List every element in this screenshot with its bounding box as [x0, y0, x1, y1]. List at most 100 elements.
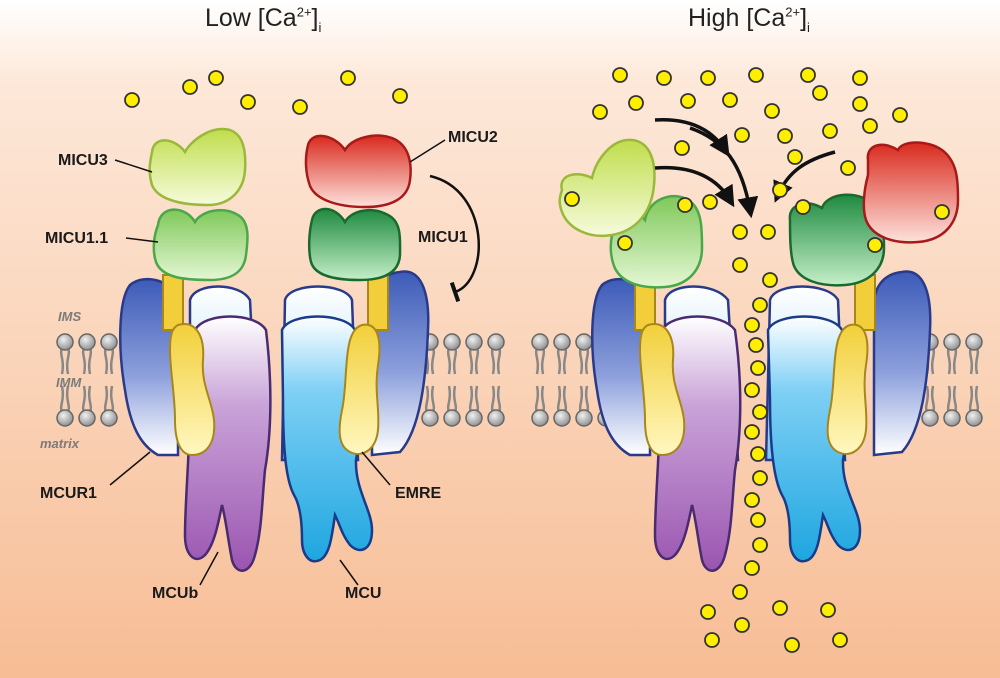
calcium-ion: [852, 70, 868, 86]
calcium-ion: [812, 85, 828, 101]
lipid-head: [78, 409, 96, 427]
label-micu2: MICU2: [448, 129, 498, 146]
lipid-head: [78, 333, 96, 351]
leader-mcub: [199, 551, 219, 586]
calcium-ion: [700, 70, 716, 86]
label-mcur1: MCUR1: [40, 485, 97, 502]
calcium-ion: [732, 257, 748, 273]
lipid-head: [965, 409, 983, 427]
calcium-ion: [787, 149, 803, 165]
emre-left-open: [638, 323, 686, 457]
mcub: [183, 315, 272, 572]
calcium-ion: [784, 637, 800, 653]
calcium-ion: [656, 70, 672, 86]
label-emre: EMRE: [395, 485, 442, 502]
label-micu1-1: MICU1.1: [45, 230, 108, 247]
calcium-ion: [752, 297, 768, 313]
calcium-ion: [240, 94, 256, 110]
calcium-ion: [340, 70, 356, 86]
calcium-ion: [934, 204, 950, 220]
calcium-ion: [750, 360, 766, 376]
label-micu3: MICU3: [58, 152, 108, 169]
calcium-ion: [702, 194, 718, 210]
calcium-ion: [124, 92, 140, 108]
calcium-ion: [748, 337, 764, 353]
emre-left-stalk: [162, 274, 184, 331]
calcium-ion: [734, 617, 750, 633]
calcium-ion: [704, 632, 720, 648]
calcium-ion: [832, 632, 848, 648]
calcium-ion: [744, 424, 760, 440]
calcium-ion: [392, 88, 408, 104]
calcium-ion: [822, 123, 838, 139]
leader-mcu: [339, 559, 359, 586]
label-imm: IMM: [56, 375, 82, 390]
calcium-ion: [752, 470, 768, 486]
leader-micu3: [114, 159, 153, 173]
micu2-open: [862, 141, 960, 244]
right-panel-complex: [558, 118, 960, 572]
micu3: [148, 127, 247, 207]
lipid-head: [56, 333, 74, 351]
calcium-ion: [772, 600, 788, 616]
lipid-head: [965, 333, 983, 351]
calcium-ion: [795, 199, 811, 215]
lipid-head: [553, 333, 571, 351]
micu1-open: [788, 193, 886, 287]
calcium-ion: [764, 103, 780, 119]
emre-left: [168, 323, 216, 457]
lipid-head: [443, 333, 461, 351]
left-panel-complex: MICU3 MICU2 MICU1.1 MICU1 MCUR1 EMRE MCU…: [40, 127, 498, 602]
lipid-head: [921, 409, 939, 427]
micu1-1: [152, 208, 249, 282]
micu3-open: [558, 138, 656, 238]
leader-mcur1: [109, 451, 151, 486]
leader-micu1-1: [125, 237, 159, 243]
calcium-ion: [750, 446, 766, 462]
calcium-ion: [734, 127, 750, 143]
calcium-ion: [732, 224, 748, 240]
left-panel-title: Low [Ca2+]i: [205, 4, 322, 35]
calcium-ion: [564, 191, 580, 207]
emre-right-stalk: [367, 274, 389, 331]
lipid-head: [443, 409, 461, 427]
leader-micu2: [409, 139, 446, 163]
lipid-head: [487, 333, 505, 351]
calcium-ion: [744, 382, 760, 398]
calcium-ion: [680, 93, 696, 109]
calcium-ion: [292, 99, 308, 115]
calcium-ion: [772, 182, 788, 198]
label-mcub: MCUb: [152, 585, 198, 602]
lipid-head: [487, 409, 505, 427]
calcium-ion: [674, 140, 690, 156]
calcium-ion: [700, 604, 716, 620]
mcur1-right-open: [872, 270, 932, 457]
calcium-ion: [732, 584, 748, 600]
calcium-ion: [722, 92, 738, 108]
lipid-head: [943, 409, 961, 427]
right-panel-title: High [Ca2+]i: [688, 4, 810, 35]
label-mcu: MCU: [345, 585, 381, 602]
calcium-ion: [744, 317, 760, 333]
influx-arrow-3: [689, 126, 759, 219]
calcium-ion: [840, 160, 856, 176]
micu1: [307, 207, 402, 282]
calcium-ion: [628, 95, 644, 111]
calcium-ion: [617, 235, 633, 251]
calcium-ion: [760, 224, 776, 240]
calcium-ion: [752, 537, 768, 553]
calcium-ion: [820, 602, 836, 618]
calcium-ion: [612, 67, 628, 83]
calcium-ion: [762, 272, 778, 288]
lipid-head: [100, 409, 118, 427]
calcium-ion: [750, 512, 766, 528]
lipid-head: [465, 409, 483, 427]
calcium-ion: [208, 70, 224, 86]
calcium-ion: [867, 237, 883, 253]
lipid-head: [553, 409, 571, 427]
inhibition-arrow: [429, 174, 480, 303]
calcium-ion: [677, 197, 693, 213]
emre-right-open: [826, 323, 869, 455]
calcium-ion: [892, 107, 908, 123]
